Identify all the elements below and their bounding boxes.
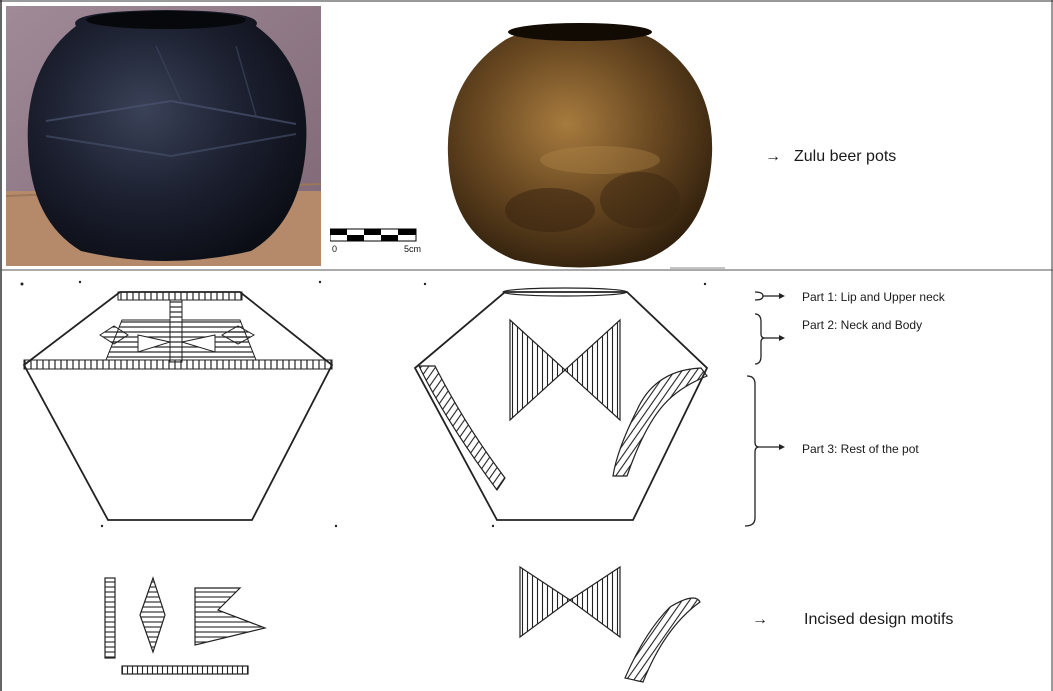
motifs-right	[515, 562, 710, 687]
motifs-left	[100, 570, 280, 682]
black-pot-photo	[6, 6, 321, 266]
pot-drawing-two	[405, 280, 735, 530]
label-part-2: Part 2: Neck and Body	[802, 318, 922, 332]
scale-start-label: 0	[332, 244, 337, 254]
scale-end-label: 5cm	[404, 244, 421, 254]
scale-bar	[330, 228, 420, 242]
brown-pot-photo	[430, 10, 730, 272]
label-zulu-beer-pots: Zulu beer pots	[794, 148, 896, 166]
arrow-icon: →	[752, 611, 768, 629]
label-part-3: Part 3: Rest of the pot	[802, 442, 919, 456]
pot-drawing-one	[10, 280, 350, 530]
arrow-icon: →	[765, 148, 781, 166]
label-part-1: Part 1: Lip and Upper neck	[802, 290, 945, 304]
part-brackets	[735, 282, 805, 532]
label-incised-motifs: Incised design motifs	[804, 611, 953, 629]
